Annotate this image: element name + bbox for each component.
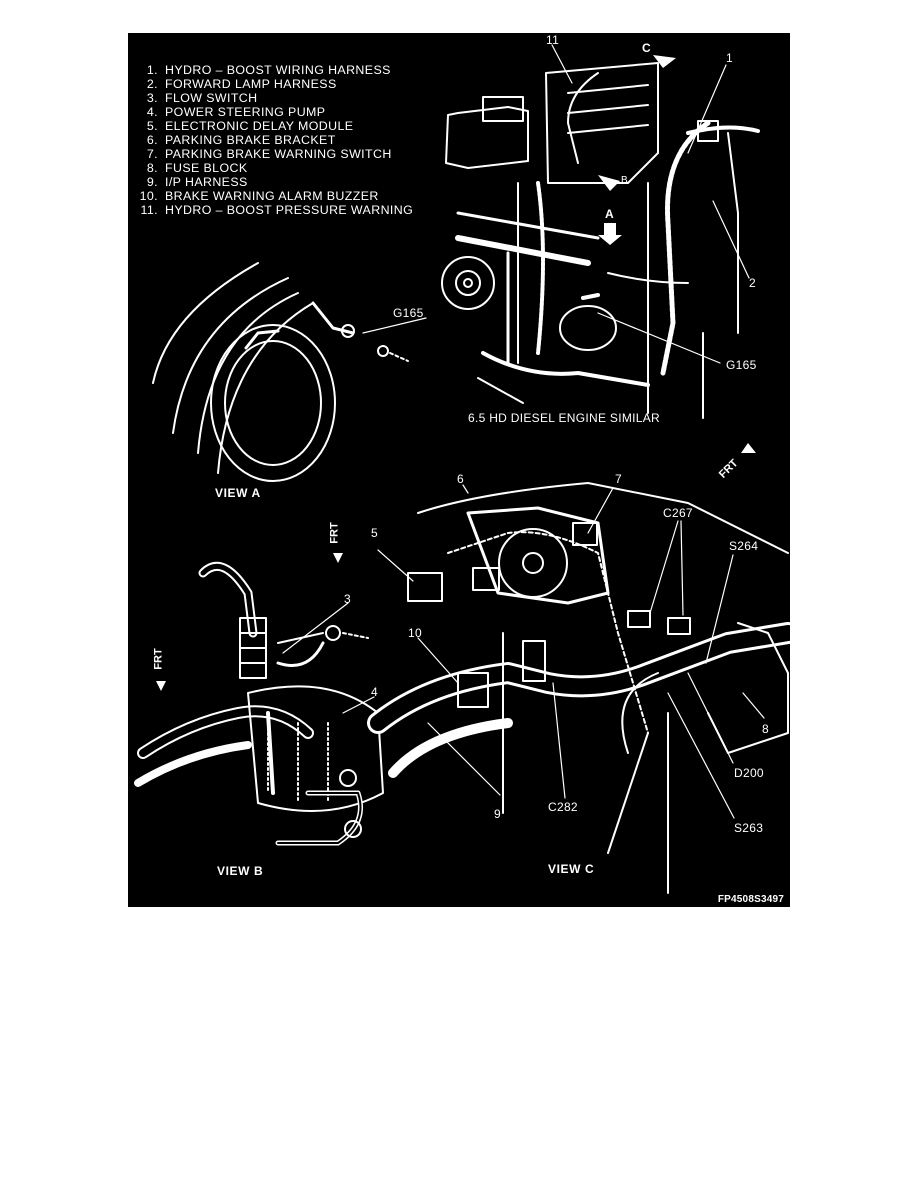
view-a-arrow-label: A [605, 207, 614, 221]
diagram-artwork [134, 44, 790, 894]
view-a-title: VIEW A [215, 486, 261, 500]
label-g165-view-a: G165 [393, 306, 424, 320]
callout-6: 6 [457, 472, 464, 486]
callout-4: 4 [371, 685, 378, 699]
callout-11: 11 [546, 33, 560, 47]
callout-7: 7 [615, 472, 622, 486]
legend-item: 9.I/P HARNESS [146, 175, 248, 189]
top-leader-lines [551, 44, 750, 364]
label-g165-main: G165 [726, 358, 757, 372]
view-c-title: VIEW C [548, 862, 595, 876]
legend-item: 6.PARKING BRAKE BRACKET [146, 133, 336, 147]
callout-10: 10 [408, 626, 422, 640]
figure-code: FP4508S3497 [717, 894, 784, 905]
callout-2: 2 [749, 276, 756, 290]
view-a-illustration [152, 262, 427, 482]
view-b-illustration [134, 561, 384, 846]
view-b-arrow-label: B [621, 175, 628, 186]
frt-label-view-b-left: FRT [152, 648, 165, 670]
wiring-diagram-figure: 1.HYDRO – BOOST WIRING HARNESS 2.FORWARD… [128, 33, 790, 907]
frt-label-view-b-upper: FRT [328, 522, 341, 544]
callout-8: 8 [762, 722, 769, 736]
callout-1: 1 [726, 51, 733, 65]
engine-note: 6.5 HD DIESEL ENGINE SIMILAR [468, 411, 661, 425]
legend-item: 1.HYDRO – BOOST WIRING HARNESS [146, 63, 391, 77]
view-b-title: VIEW B [217, 864, 264, 878]
legend-item: 3.FLOW SWITCH [146, 91, 258, 105]
legend-item: 4.POWER STEERING PUMP [146, 105, 326, 119]
legend-item: 5.ELECTRONIC DELAY MODULE [146, 119, 354, 133]
component-legend: 1.HYDRO – BOOST WIRING HARNESS 2.FORWARD… [136, 63, 413, 217]
view-c-illustration [367, 482, 790, 894]
label-c267: C267 [663, 506, 693, 520]
callout-5: 5 [371, 526, 378, 540]
legend-item: 7.PARKING BRAKE WARNING SWITCH [146, 147, 392, 161]
legend-item: 2.FORWARD LAMP HARNESS [146, 77, 337, 91]
label-s263: S263 [734, 821, 764, 835]
frt-arrows [156, 443, 756, 691]
label-c282: C282 [548, 800, 578, 814]
legend-item: 10.BRAKE WARNING ALARM BUZZER [139, 189, 379, 203]
view-arrows [598, 55, 676, 245]
legend-item: 11.HYDRO – BOOST PRESSURE WARNING [140, 203, 414, 217]
legend-item: 8.FUSE BLOCK [146, 161, 248, 175]
callout-3: 3 [344, 592, 351, 606]
engine-illustration [441, 62, 760, 419]
callout-9: 9 [494, 807, 501, 821]
label-d200: D200 [734, 766, 764, 780]
label-s264: S264 [729, 539, 759, 553]
view-c-arrow-label: C [642, 41, 651, 55]
